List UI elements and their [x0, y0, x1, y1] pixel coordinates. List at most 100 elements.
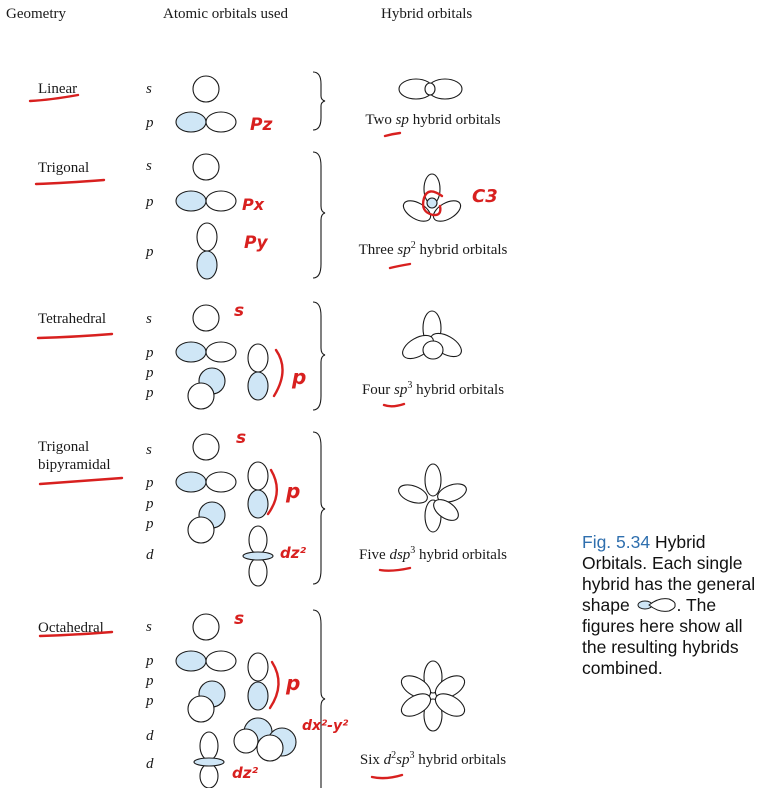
- underline-octahedral: [38, 630, 114, 638]
- hybrid-lobe: [424, 463, 442, 497]
- tetrahedral-atomic-orbitals: [175, 304, 269, 410]
- annotation-px: Px: [242, 195, 265, 214]
- p-orbital-lobe: [247, 461, 269, 491]
- hybrid-lobe: [422, 340, 444, 360]
- hybrid-label-octahedral: Six d2sp3 hybrid orbitals: [359, 750, 507, 769]
- orbital-label: p: [146, 475, 154, 491]
- p-orbital-lobe-shaded: [175, 471, 207, 493]
- underline-sp: [383, 131, 402, 138]
- figure-caption: Fig. 5.34 Hybrid Orbitals. Each single h…: [582, 532, 768, 679]
- annotation-c3: C3: [472, 186, 498, 207]
- p-orbital-lobe-shaded: [175, 111, 207, 133]
- hybrid-lobe: [433, 499, 459, 521]
- hybrid-lobe: [400, 675, 432, 699]
- s-orbital: [192, 433, 220, 461]
- geometry-trigonal: Trigonal: [38, 160, 90, 176]
- px-orbital-lobe: [205, 190, 237, 212]
- geometry-tetrahedral: Tetrahedral: [38, 311, 107, 327]
- hybrid-lobe: [437, 483, 467, 503]
- atomic-orbitals-header: Atomic orbitals used: [163, 6, 288, 22]
- geometry-tbp-line1: Trigonal: [38, 439, 90, 455]
- underline-linear: [28, 93, 80, 103]
- hybrid-center: [424, 82, 436, 96]
- p-orbital-lobe: [205, 341, 237, 363]
- tbp-hybrid-shape: [398, 463, 467, 533]
- underline-trigonal-bipyramidal: [38, 476, 124, 486]
- octahedral-hybrid-shape: [400, 660, 466, 732]
- linear-atomic-orbitals: [175, 75, 237, 133]
- tbp-atomic-orbitals: [175, 433, 274, 587]
- orbital-label: p: [146, 385, 154, 401]
- annotation-s: s: [234, 301, 244, 321]
- orbital-label: p: [146, 345, 154, 361]
- underline-sp2: [388, 262, 412, 270]
- hybrid-lobe: [402, 200, 432, 222]
- hybrid-lobe: [398, 484, 428, 504]
- p-orbital-lobe: [205, 471, 237, 493]
- octahedral-atomic-orbitals: [175, 613, 297, 788]
- underline-d2sp3: [370, 773, 404, 780]
- p-orbital-lobe: [247, 652, 269, 682]
- hybrid-lobe: [423, 698, 443, 732]
- hybrid-label-trigonal: Three sp2 hybrid orbitals: [358, 240, 508, 259]
- geometry-header: Geometry: [6, 6, 66, 22]
- orbital-label: s: [146, 311, 152, 327]
- hybrid-shape-icon: [637, 598, 676, 612]
- geometry-trigonal-bipyramidal: Trigonal bipyramidal: [38, 438, 110, 474]
- dz2-lobe: [199, 731, 219, 761]
- brace: [312, 431, 326, 585]
- orbital-label: p: [146, 244, 154, 260]
- py-orbital-lobe: [196, 222, 218, 252]
- orbital-label: s: [146, 619, 152, 635]
- annotation-dx2-y2: dx²-y²: [302, 718, 349, 734]
- orbital-label: p: [146, 693, 154, 709]
- annotation-dz2: dz²: [232, 764, 258, 782]
- dz2-lobe: [248, 525, 268, 555]
- underline-tetrahedral: [36, 332, 114, 340]
- annotation-p: p: [285, 479, 300, 503]
- hybrid-lobe: [400, 693, 432, 717]
- underline-sp3: [382, 402, 406, 408]
- brace: [312, 71, 326, 131]
- py-orbital-lobe-shaded: [196, 250, 218, 280]
- orbital-label: d: [146, 547, 154, 563]
- dz2-lobe: [248, 557, 268, 587]
- brace: [312, 609, 326, 788]
- hybrid-label-tetrahedral: Four sp3 hybrid orbitals: [361, 380, 505, 399]
- orbital-label: p: [146, 115, 154, 131]
- orbital-label: p: [146, 673, 154, 689]
- tetrahedral-hybrid-shape: [402, 310, 462, 360]
- red-bracket: [272, 348, 284, 398]
- annotation-py: Py: [244, 233, 268, 253]
- p-orbital-lobe: [187, 516, 215, 544]
- s-orbital: [192, 304, 220, 332]
- caption-text-2: . The figures here show all the resultin…: [582, 595, 743, 678]
- hybrid-orbitals-header: Hybrid orbitals: [381, 6, 473, 22]
- hybrid-label-linear: Two sp hybrid orbitals: [365, 112, 501, 128]
- red-bracket: [266, 468, 278, 516]
- orbital-label: p: [146, 516, 154, 532]
- dz2-lobe: [199, 763, 219, 788]
- orbital-label: p: [146, 194, 154, 210]
- hybrid-lobe: [423, 660, 443, 694]
- annotation-p: p: [291, 365, 306, 389]
- s-orbital: [192, 613, 220, 641]
- underline-trigonal: [34, 178, 106, 186]
- brace: [312, 151, 326, 279]
- brace: [312, 301, 326, 411]
- annotation-dz2: dz²: [280, 544, 306, 562]
- hybrid-lobe: [434, 693, 466, 717]
- p-orbital-lobe-shaded: [247, 489, 269, 519]
- p-orbital-lobe-shaded: [175, 650, 207, 672]
- trigonal-atomic-orbitals: [175, 153, 237, 280]
- annotation-s: s: [234, 609, 244, 629]
- hybrid-center: [426, 197, 438, 209]
- p-orbital-lobe-shaded: [247, 681, 269, 711]
- annotation-pz: Pz: [250, 115, 272, 135]
- hybrid-lobe: [432, 200, 462, 222]
- linear-hybrid-shape: [398, 78, 463, 100]
- orbital-label: p: [146, 653, 154, 669]
- p-orbital-lobe: [187, 382, 215, 410]
- orbital-label: p: [146, 496, 154, 512]
